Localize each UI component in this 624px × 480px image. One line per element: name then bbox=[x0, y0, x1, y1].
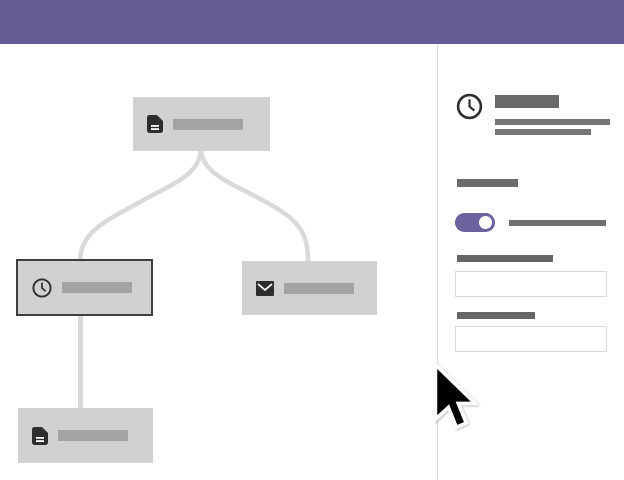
connector-root-to-email bbox=[198, 148, 311, 263]
panel-divider bbox=[437, 44, 438, 480]
toggle-knob bbox=[479, 216, 492, 229]
text-input-field[interactable] bbox=[455, 326, 607, 352]
panel-title-placeholder bbox=[495, 95, 559, 108]
field-label-placeholder bbox=[457, 255, 553, 262]
node-label-placeholder bbox=[62, 282, 132, 293]
node-label-placeholder bbox=[284, 282, 354, 294]
document-icon bbox=[32, 426, 48, 445]
app-header-bar bbox=[0, 0, 624, 44]
panel-subtitle-placeholder bbox=[495, 119, 610, 125]
workflow-node-root[interactable] bbox=[133, 97, 270, 151]
connector-lines bbox=[77, 148, 311, 409]
toggle-switch[interactable] bbox=[455, 213, 495, 232]
clock-icon bbox=[456, 93, 483, 120]
toggle-label-placeholder bbox=[509, 219, 606, 226]
text-input-field[interactable] bbox=[455, 271, 607, 297]
section-label-placeholder bbox=[457, 179, 518, 187]
document-icon bbox=[147, 115, 163, 133]
workflow-node-schedule[interactable] bbox=[16, 259, 153, 316]
clock-icon bbox=[32, 277, 52, 298]
node-label-placeholder bbox=[58, 430, 128, 441]
workflow-node-output[interactable] bbox=[18, 408, 153, 463]
panel-header bbox=[456, 93, 610, 135]
panel-header-text bbox=[495, 93, 610, 135]
toggle-row bbox=[455, 213, 606, 232]
node-label-placeholder bbox=[173, 118, 243, 130]
field-label-placeholder bbox=[457, 312, 535, 319]
panel-subtitle-placeholder bbox=[495, 129, 591, 135]
envelope-icon bbox=[256, 280, 274, 296]
workflow-canvas[interactable] bbox=[0, 44, 438, 480]
connector-root-to-schedule bbox=[77, 148, 204, 263]
workflow-node-email[interactable] bbox=[242, 261, 377, 315]
properties-panel bbox=[438, 44, 624, 480]
